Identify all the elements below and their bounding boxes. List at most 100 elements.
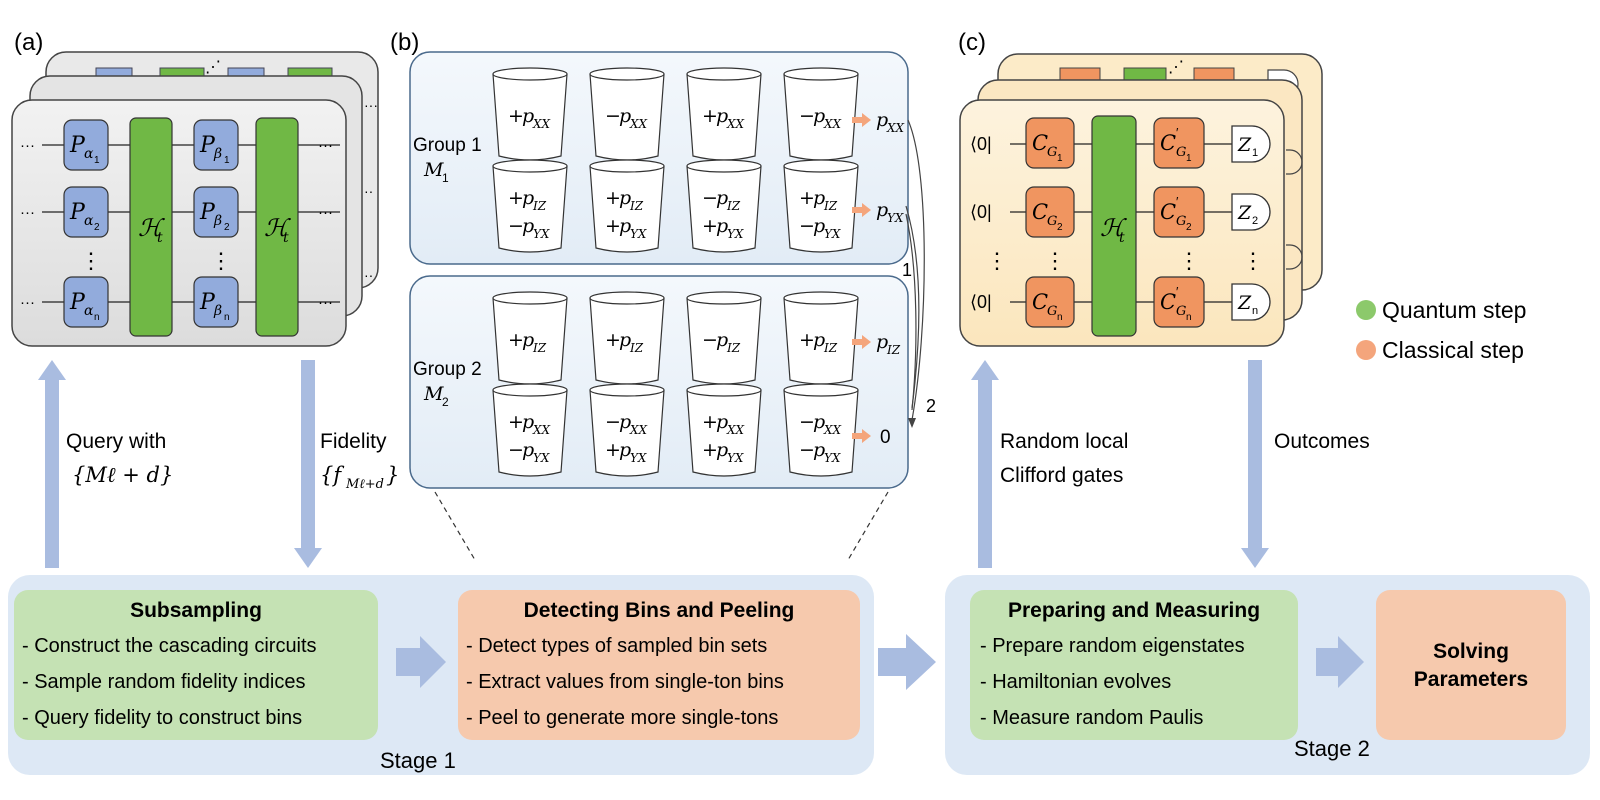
bin-g2r2-2-term-b-sign: + [605, 439, 621, 461]
bin-g2r1-4-term-p: p [813, 329, 825, 351]
out-g2r2-zero: 0 [880, 427, 891, 448]
bin-g2r2-2-term-b: +pYX [605, 439, 647, 465]
bin-g1r1-4-rim [783, 67, 859, 81]
stage2-label: Stage 2 [1294, 736, 1370, 761]
bin-g2r2-1-term-b-p: p [522, 439, 534, 461]
bin-g2r1-2-term-p: p [619, 329, 631, 351]
panel-b-tag: (b) [390, 29, 419, 56]
detecting-box [458, 590, 860, 740]
svg-text:⋮: ⋮ [1242, 248, 1264, 273]
legend-quantum-dot [1356, 300, 1376, 320]
bin-g2r2-4-term-b-sign: − [799, 439, 815, 461]
svg-text:G: G [1176, 304, 1186, 319]
svg-text:α: α [84, 146, 94, 162]
preparing-title: Preparing and Measuring [1008, 599, 1260, 622]
bin-g1r2-1: +pIZ−pYX [492, 159, 568, 253]
bin-g2r1-1-term: +pIZ [508, 329, 547, 355]
peel-step-1: 1 [902, 260, 912, 280]
svg-text:}: } [386, 463, 399, 487]
svg-text:C: C [1160, 200, 1176, 224]
arrow-outcomes-down [1241, 360, 1269, 568]
gate-p-beta-2: P β 2 [193, 186, 239, 238]
svg-text:ℋ: ℋ [264, 214, 291, 242]
out-g1r2-sub: YX [887, 211, 904, 225]
query-label-1: Query with [66, 430, 166, 453]
svg-text:2: 2 [1252, 215, 1258, 227]
bin-g1r2-3: −pIZ+pYX [686, 159, 762, 253]
bin-g2r1-4-rim [783, 291, 859, 305]
group2-label: Group 2 [413, 359, 482, 380]
svg-text:′: ′ [1176, 284, 1179, 299]
legend-classical-dot [1356, 340, 1376, 360]
svg-text:P: P [199, 200, 216, 225]
arrow-query-up [38, 360, 66, 568]
svg-text:1: 1 [224, 155, 230, 166]
detecting-item-1: - Detect types of sampled bin sets [466, 635, 767, 657]
bin-g2r2-2-term-b-sub: YX [630, 451, 647, 465]
svg-text:n: n [1252, 305, 1258, 317]
svg-text:···: ··· [318, 294, 333, 311]
gate-hamiltonian-2: ℋ t [255, 117, 299, 337]
bin-g2r2-4-term-a: −pXX [799, 411, 842, 437]
bin-g2r2-4: −pXX−pYX [783, 383, 859, 477]
bin-g1r2-2-term-b-sub: YX [630, 227, 647, 241]
bin-g1r1-2-term: −pXX [605, 105, 648, 131]
vdots-alpha: ⋮ [80, 248, 102, 273]
bin-g2r2-1: +pXX−pYX [492, 383, 568, 477]
svg-text:C: C [1160, 131, 1176, 155]
bin-g1r2-4-term-a: +pIZ [799, 187, 838, 213]
bin-g1r1-4-term: −pXX [799, 105, 842, 131]
flow-arrow-1 [396, 636, 446, 688]
bin-g1r2-3-term-b-sub: YX [727, 227, 744, 241]
bin-g1r2-3-term-a-p: p [716, 187, 728, 209]
zoom-line-left [434, 491, 476, 561]
gate-c-prime-g1: C ′ G 1 [1153, 117, 1205, 169]
bin-g2r1-4: +pIZ [783, 291, 859, 385]
bin-g2r2-3: +pXX+pYX [686, 383, 762, 477]
c-mid-meter-1 [1286, 149, 1303, 175]
vdots-c: ⋮ ⋮ ⋮ ⋮ [986, 248, 1264, 273]
svg-text:β: β [213, 146, 222, 162]
bin-g2r2-2: −pXX+pYX [589, 383, 665, 477]
bin-g1r2-2-term-a: +pIZ [605, 187, 644, 213]
svg-text:{f: {f [320, 463, 344, 487]
bin-g2r1-4-term-sign: + [799, 329, 815, 351]
bin-g1r1-4-term-p: p [813, 105, 825, 127]
solving-title-2: Parameters [1414, 668, 1528, 691]
svg-text:⋮: ⋮ [1178, 248, 1200, 273]
bin-g1r2-1-term-b: −pYX [508, 215, 550, 241]
svg-text:P: P [69, 133, 86, 158]
bin-g2r1-1-term-sign: + [508, 329, 524, 351]
flow-arrow-stage [878, 634, 936, 690]
bin-g1r2-3-term-a-sub: IZ [726, 199, 741, 213]
peeling-curves [905, 119, 925, 428]
bin-g1r2-3-rim [686, 159, 762, 173]
svg-text:1: 1 [1252, 147, 1258, 159]
query-label-2: {Mℓ + d} [72, 463, 173, 487]
svg-text:Z: Z [1237, 292, 1252, 314]
bin-g1r1-2-rim [589, 67, 665, 81]
fidelity-label-1: Fidelity [320, 430, 387, 453]
bin-g1r1-3-term-sub: XX [726, 117, 745, 131]
bin-g1r1-2-term-p: p [619, 105, 631, 127]
gate-hamiltonian-c: ℋ t [1091, 115, 1137, 337]
out-g2r1-sub: IZ [886, 343, 901, 357]
bin-g2r2-2-rim [589, 383, 665, 397]
bin-g2r2-2-term-a-sub: XX [629, 423, 648, 437]
bin-g1r1-3-term-p: p [716, 105, 728, 127]
bin-g2r2-1-term-b: −pYX [508, 439, 550, 465]
gate-c-gn: C G n [1025, 276, 1075, 328]
svg-text:G: G [1176, 214, 1186, 229]
svg-text:⋮: ⋮ [986, 248, 1008, 273]
legend: Quantum step Classical step [1356, 297, 1526, 363]
detecting-item-2: - Extract values from single-ton bins [466, 671, 784, 693]
bin-g1r2-1-term-b-sub: YX [533, 227, 550, 241]
gate-p-beta-n: P β n [193, 276, 239, 328]
bin-g2r2-4-rim [783, 383, 859, 397]
bin-g1r1-1-rim [492, 67, 568, 81]
panel-c-circuit: ⋰ ⟨0| ⟨0| ⟨0| ⋮ ⋮ ⋮ ⋮ C G 1 [959, 53, 1323, 347]
gate-hamiltonian-1: ℋ t [129, 117, 173, 337]
svg-text:2: 2 [1057, 222, 1063, 233]
gate-c-prime-gn: C ′ G n [1153, 276, 1205, 328]
svg-text:′: ′ [1176, 125, 1179, 140]
